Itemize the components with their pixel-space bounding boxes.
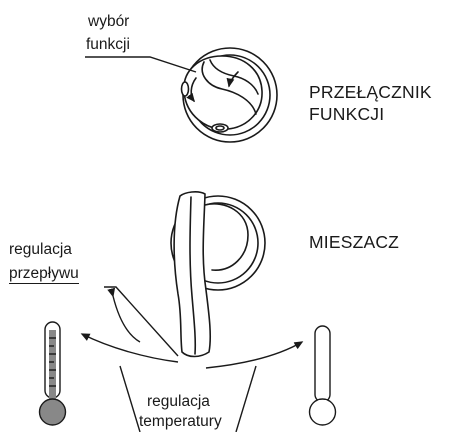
flow-regulation-arrow	[104, 287, 178, 356]
function-switch-label-line2: FUNKCJI	[309, 106, 384, 124]
temperature-regulation-label-line2: temperatury	[139, 414, 222, 430]
flow-regulation-label-line2: przepływu	[9, 266, 79, 284]
function-switch-illustration	[182, 48, 278, 142]
temperature-regulation-label-line1: regulacja	[147, 394, 210, 410]
mixer-label: MIESZACZ	[309, 234, 399, 252]
function-select-leader	[85, 57, 196, 72]
mixer-illustration	[171, 192, 265, 357]
function-switch-label-line1: PRZEŁĄCZNIK	[309, 84, 432, 102]
cold-thermometer-icon	[310, 326, 336, 425]
function-select-label-line1: wybór	[88, 14, 129, 30]
flow-regulation-label-line1: regulacja	[9, 242, 72, 258]
hot-thermometer-icon	[40, 322, 66, 425]
function-select-label-line2: funkcji	[86, 37, 130, 53]
